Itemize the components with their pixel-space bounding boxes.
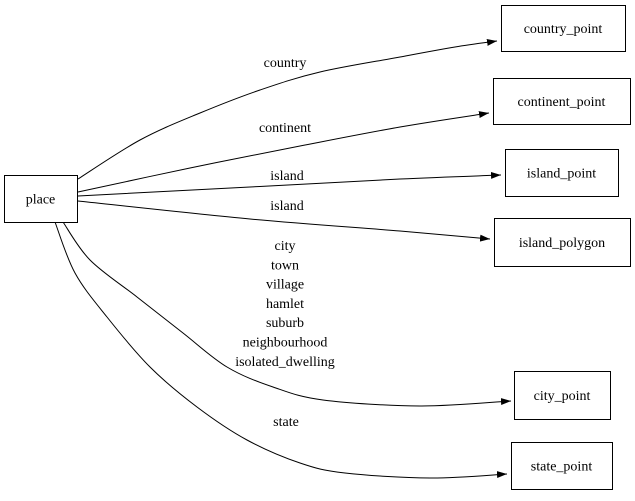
edge-label-city_point-line-4: suburb (266, 316, 304, 331)
node-box-island_point (505, 149, 619, 197)
node-island_polygon: island_polygon (494, 218, 631, 267)
node-country_point: country_point (501, 5, 626, 52)
node-box-place (4, 175, 78, 223)
node-box-country_point (501, 5, 626, 52)
node-label-city_point: city_point (534, 389, 591, 404)
edge-label-city_point-line-5: neighbourhood (243, 336, 328, 351)
edge-place-to-state_point (54, 221, 508, 479)
edge-label-continent_point: continent (259, 121, 311, 136)
edge-label-city_point-line-0: city (275, 239, 296, 254)
node-place: place (4, 175, 78, 223)
node-label-state_point: state_point (531, 460, 593, 475)
edge-place-to-island_point (77, 171, 502, 197)
edge-label-city_point-line-6: isolated_dwelling (235, 355, 335, 370)
edge-label-state_point: state (273, 415, 299, 430)
node-city_point: city_point (514, 371, 611, 420)
node-box-island_polygon (494, 218, 631, 267)
node-box-city_point (514, 371, 611, 420)
edge-place-to-island_polygon (77, 200, 491, 242)
edge-label-city_point-line-2: village (266, 278, 304, 293)
node-label-country_point: country_point (524, 22, 603, 37)
node-label-place: place (26, 193, 56, 208)
node-label-continent_point: continent_point (518, 95, 606, 110)
edge-label-city_point-line-1: town (271, 258, 299, 273)
edges-layer (54, 38, 512, 479)
nodes-layer: place country_point continent_point island_… (4, 5, 631, 490)
node-island_point: island_point (505, 149, 619, 197)
edge-label-country_point: country (264, 56, 307, 71)
node-label-island_polygon: island_polygon (519, 236, 605, 251)
edge-labels-layer: country continent island island city town vill… (235, 56, 335, 430)
edge-label-island_point: island (270, 169, 303, 184)
node-continent_point: continent_point (493, 78, 631, 125)
edge-label-city_point-line-3: hamlet (266, 297, 304, 312)
node-label-island_point: island_point (527, 167, 596, 182)
edge-label-island_polygon: island (270, 199, 303, 214)
edge-place-to-country_point (77, 38, 498, 180)
edge-place-to-continent_point (77, 111, 490, 193)
node-box-continent_point (493, 78, 631, 125)
node-box-state_point (511, 442, 613, 490)
edge-place-to-city_point (62, 221, 512, 407)
node-state_point: state_point (511, 442, 613, 490)
